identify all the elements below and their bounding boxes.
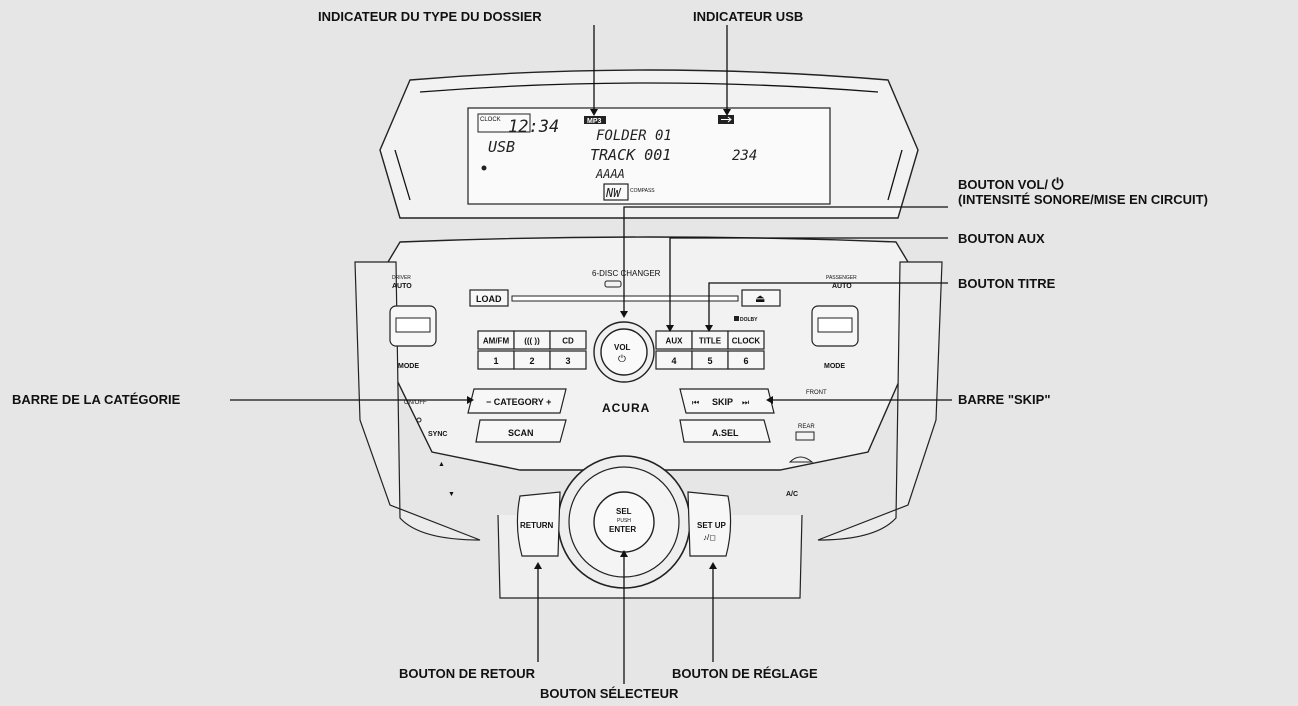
preset-top-label-4: AUX <box>666 337 684 346</box>
onoff-label: ON/OFF <box>404 400 427 406</box>
enter-label: ENTER <box>609 525 636 534</box>
vol-label: VOL <box>614 343 631 352</box>
callout-vol-line1: BOUTON VOL/ <box>958 177 1049 192</box>
signal-icon <box>481 165 487 171</box>
ac-label: A/C <box>786 491 798 498</box>
sync-label: SYNC <box>428 431 447 438</box>
preset-number-1: 1 <box>493 356 498 366</box>
front-defrost-label: FRONT <box>806 390 827 396</box>
brand-logo: ACURA <box>602 401 650 415</box>
cd-slot-row: LOAD ⏏ DOLBY <box>469 289 781 323</box>
skip-next-icon: ⏭ <box>742 398 749 407</box>
callout-skip: BARRE "SKIP" <box>958 392 1051 407</box>
lcd-screen <box>467 107 831 205</box>
lcd-clock-label: CLOCK <box>480 117 501 123</box>
return-label: RETURN <box>520 521 554 530</box>
preset-button-6[interactable] <box>727 350 765 370</box>
mode-left-label: MODE <box>398 363 419 370</box>
preset-button-top-6[interactable] <box>727 330 765 350</box>
load-button[interactable] <box>469 289 509 307</box>
display-housing <box>379 69 919 219</box>
compass-direction: NW <box>605 186 622 200</box>
setup-label: SET UP <box>697 521 727 530</box>
callout-selector: BOUTON SÉLECTEUR <box>540 686 679 701</box>
passenger-label: PASSENGER <box>826 275 857 281</box>
selector-knob[interactable]: SEL PUSH ENTER <box>557 455 691 589</box>
lcd-clock: 12:34 <box>508 117 559 137</box>
asel-button[interactable]: A.SEL <box>679 419 771 443</box>
asel-label: A.SEL <box>712 428 739 438</box>
lcd-content: CLOCK 12:34 USB MP3 FOLDER 01 TRACK 001 … <box>477 113 757 201</box>
scan-label: SCAN <box>508 428 534 438</box>
changer-label: 6-DISC CHANGER <box>592 269 661 278</box>
scan-button[interactable]: SCAN <box>475 419 567 443</box>
lcd-source: USB <box>488 138 515 156</box>
callout-vol-line2: (INTENSITÉ SONORE/MISE EN CIRCUIT) <box>958 192 1208 207</box>
fan-up-icon: ▲ <box>438 461 445 468</box>
lcd-track: TRACK 001 <box>590 146 671 164</box>
vol-knob[interactable]: VOL ⏻ <box>593 321 655 383</box>
preset-number-6: 6 <box>743 356 748 366</box>
driver-auto-label: AUTO <box>392 283 412 290</box>
preset-top-label-1: AM/FM <box>483 337 510 346</box>
setup-icon: ♪/◻ <box>703 533 716 542</box>
dolby-label: DOLBY <box>740 317 758 323</box>
mp3-indicator: MP3 <box>587 118 602 125</box>
preset-top-label-6: CLOCK <box>732 337 761 346</box>
preset-button-3[interactable] <box>549 350 587 370</box>
eject-icon: ⏏ <box>755 293 765 305</box>
callout-vol: BOUTON VOL/ ⏻ (INTENSITÉ SONORE/MISE EN … <box>958 177 1208 207</box>
climate-left: DRIVER AUTO MODE ON/OFF SYNC ▲ ▼ <box>389 275 455 498</box>
preset-grid: AM/FM 1 ((( )) 2 CD 3 AUX 4 TITLE 5 CLOCK 6 <box>477 330 765 370</box>
preset-number-5: 5 <box>707 356 712 366</box>
lcd-text: AAAA <box>595 167 625 181</box>
climate-right: PASSENGER AUTO MODE FRONT REAR A/C <box>786 275 859 498</box>
power-icon: ⏻ <box>618 354 626 365</box>
cd-slot <box>511 295 739 302</box>
callout-setup: BOUTON DE RÉGLAGE <box>672 666 818 681</box>
load-label: LOAD <box>476 294 502 304</box>
skip-prev-icon: ⏮ <box>692 398 699 407</box>
category-bar-label: − CATEGORY + <box>486 397 551 407</box>
recirculation-icon[interactable] <box>788 456 814 463</box>
lcd-folder: FOLDER 01 <box>596 128 672 144</box>
callout-return: BOUTON DE RETOUR <box>399 666 536 681</box>
preset-top-label-3: CD <box>562 337 574 346</box>
power-icon: ⏻ <box>1051 176 1064 193</box>
preset-number-3: 3 <box>565 356 570 366</box>
return-button[interactable]: RETURN <box>516 491 561 557</box>
leader-title <box>708 282 948 326</box>
lcd-counter: 234 <box>732 148 757 164</box>
fan-down-icon: ▼ <box>448 491 455 498</box>
leader-lines <box>230 25 952 684</box>
push-label: PUSH <box>617 518 631 524</box>
setup-button[interactable]: SET UP ♪/◻ <box>687 491 732 557</box>
callout-title: BOUTON TITRE <box>958 276 1056 291</box>
category-bar[interactable]: − CATEGORY + <box>467 388 567 414</box>
passenger-auto-label: AUTO <box>832 283 852 290</box>
callout-aux: BOUTON AUX <box>958 231 1045 246</box>
leader-vol <box>623 206 948 312</box>
preset-button-top-3[interactable] <box>549 330 587 350</box>
skip-bar-label: SKIP <box>712 397 733 407</box>
mode-right-label: MODE <box>824 363 845 370</box>
preset-number-2: 2 <box>529 356 534 366</box>
leader-aux <box>669 237 948 326</box>
sel-label: SEL <box>616 507 632 516</box>
preset-number-4: 4 <box>671 356 676 366</box>
skip-bar[interactable]: ⏮ SKIP ⏭ <box>679 388 775 414</box>
compass-label: COMPASS <box>630 188 655 194</box>
callout-category: BARRE DE LA CATÉGORIE <box>12 392 181 407</box>
rear-defrost-label: REAR <box>798 424 815 430</box>
callout-usb: INDICATEUR USB <box>693 9 804 24</box>
eject-button[interactable] <box>741 289 781 307</box>
callout-folder-type: INDICATEUR DU TYPE DU DOSSIER <box>318 9 542 24</box>
driver-label: DRIVER <box>392 275 411 281</box>
preset-top-label-5: TITLE <box>699 337 722 346</box>
preset-top-label-2: ((( )) <box>524 337 540 346</box>
